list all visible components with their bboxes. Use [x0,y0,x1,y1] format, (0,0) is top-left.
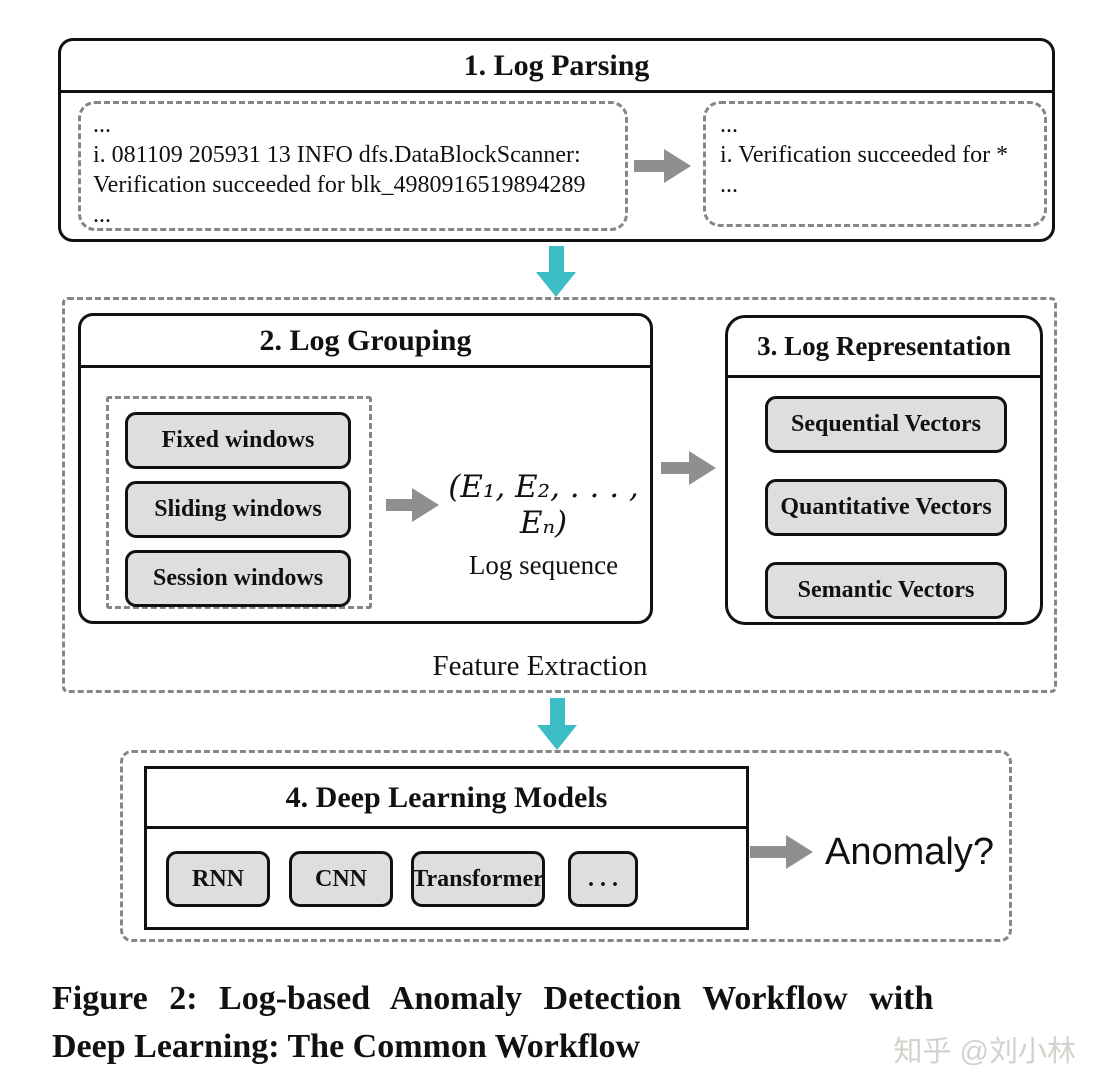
template-log-panel: ... i. Verification succeeded for * ... [703,101,1047,227]
raw-log-line: ... [93,202,111,228]
raw-log-line: ... [93,112,111,138]
semantic-vectors-node: Semantic Vectors [765,562,1007,619]
anomaly-label: Anomaly? [825,830,994,873]
deep-learning-models-title: 4. Deep Learning Models [147,769,746,829]
window-types-panel: Fixed windows Sliding windows Session wi… [106,396,372,609]
grouping-arrow-icon [386,488,439,522]
watermark: 知乎 @刘小林 [893,1036,1077,1068]
log-grouping-title: 2. Log Grouping [81,316,650,368]
cnn-node: CNN [289,851,393,907]
figure-caption-line2: Deep Learning: The Common Workflow [52,1028,641,1065]
quantitative-vectors-node: Quantitative Vectors [765,479,1007,536]
log-representation-title: 3. Log Representation [728,318,1040,378]
deep-learning-models-box: 4. Deep Learning Models RNN CNN Transfor… [144,766,749,930]
fixed-windows-node: Fixed windows [125,412,351,469]
rnn-node: RNN [166,851,270,907]
raw-log-line: Verification succeeded for blk_498091651… [93,172,586,198]
parse-arrow-icon [634,149,691,183]
log-sequence-formula: (E₁, E₂, . . . , Eₙ) [448,469,639,541]
representation-arrow-icon [661,451,716,485]
raw-log-line: i. 081109 205931 13 INFO dfs.DataBlockSc… [93,142,581,168]
sequential-vectors-node: Sequential Vectors [765,396,1007,453]
figure-caption-line1: Figure 2: Log-based Anomaly Detection Wo… [52,980,934,1017]
log-parsing-box: 1. Log Parsing ... i. 081109 205931 13 I… [58,38,1055,242]
more-models-node: . . . [568,851,638,907]
log-parsing-title: 1. Log Parsing [61,41,1052,93]
template-log-line: ... [720,172,738,198]
log-sequence-label: Log sequence [468,549,619,580]
flow-down-arrow-icon [537,698,577,750]
feature-extraction-container [62,297,1057,693]
flow-down-arrow-icon [536,246,576,297]
feature-extraction-label: Feature Extraction [432,649,648,682]
template-log-line: ... [720,112,738,138]
sliding-windows-node: Sliding windows [125,481,351,538]
output-arrow-icon [750,835,813,869]
transformer-node: Transformer [411,851,545,907]
log-grouping-box: 2. Log Grouping Fixed windows Sliding wi… [78,313,653,624]
session-windows-node: Session windows [125,550,351,607]
log-representation-box: 3. Log Representation Sequential Vectors… [725,315,1043,625]
template-log-line: i. Verification succeeded for * [720,142,1009,168]
raw-log-panel: ... i. 081109 205931 13 INFO dfs.DataBlo… [78,101,628,231]
detection-container [120,750,1012,942]
